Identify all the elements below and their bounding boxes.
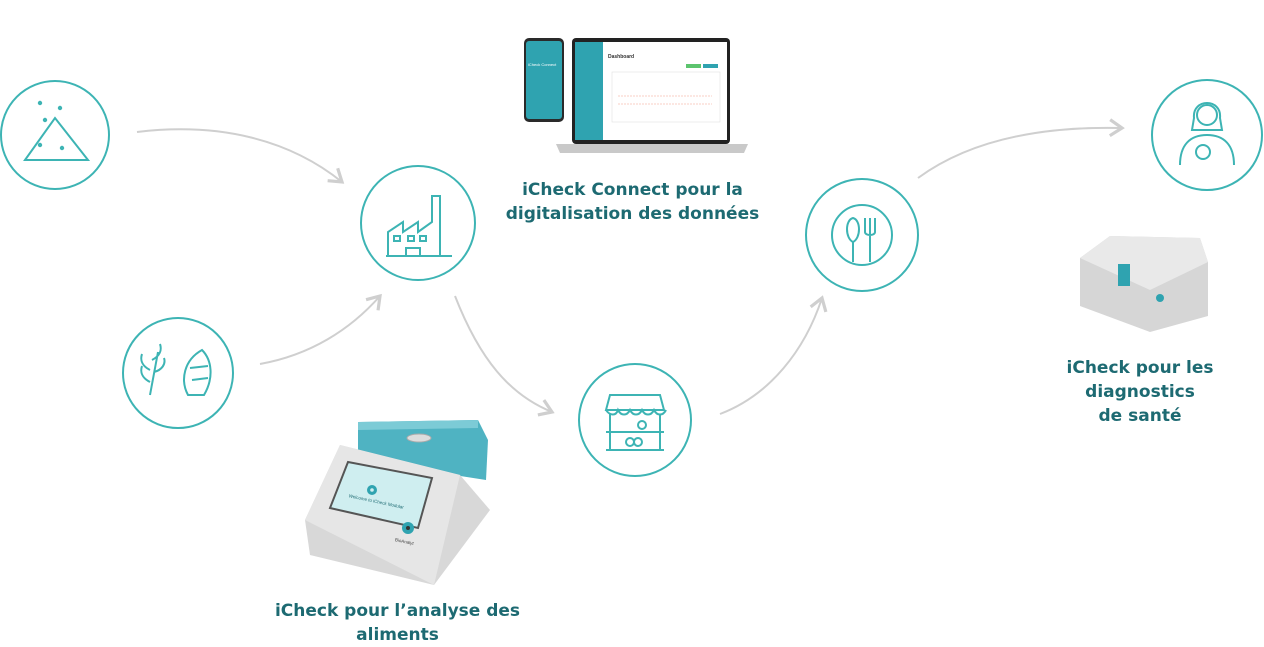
caption-icheck-health: iCheck pour les diagnostics de santé xyxy=(1012,356,1264,428)
caption-line: de santé xyxy=(1098,406,1182,426)
factory-icon xyxy=(360,165,476,281)
arrow-plate-to-health xyxy=(917,118,1125,179)
mother-child-icon xyxy=(1151,79,1263,191)
arrow-grain-to-factory xyxy=(259,293,382,365)
plate-cutlery-icon xyxy=(805,178,919,292)
icheck-modular-device-image xyxy=(305,420,490,585)
caption-line: iCheck pour l’analyse des xyxy=(274,601,521,621)
icheck-health-device-image xyxy=(1080,236,1208,332)
caption-icheck-food: iCheck pour l’analyse des aliments xyxy=(270,599,525,647)
laptop-phone-image xyxy=(524,38,748,153)
grain-corn-icon xyxy=(122,317,234,429)
caption-line: aliments xyxy=(356,625,439,645)
arrow-market-to-plate xyxy=(719,295,828,415)
arrow-raw-to-factory xyxy=(136,128,345,184)
caption-line: digitalisation des données xyxy=(505,204,760,224)
dashboard-title: Dashboard xyxy=(608,54,634,60)
phone-title: iCheck Connect xyxy=(528,62,557,67)
brand-label: BioAnalyt xyxy=(394,537,414,546)
caption-line: iCheck pour les diagnostics xyxy=(1066,358,1214,402)
raw-powder-icon xyxy=(0,80,110,190)
caption-icheck-connect: iCheck Connect pour la digitalisation de… xyxy=(500,178,765,226)
caption-line: iCheck Connect pour la xyxy=(522,180,743,200)
arrow-factory-to-market xyxy=(454,295,555,417)
market-stall-icon xyxy=(578,363,692,477)
flow-arrows xyxy=(136,118,1125,417)
